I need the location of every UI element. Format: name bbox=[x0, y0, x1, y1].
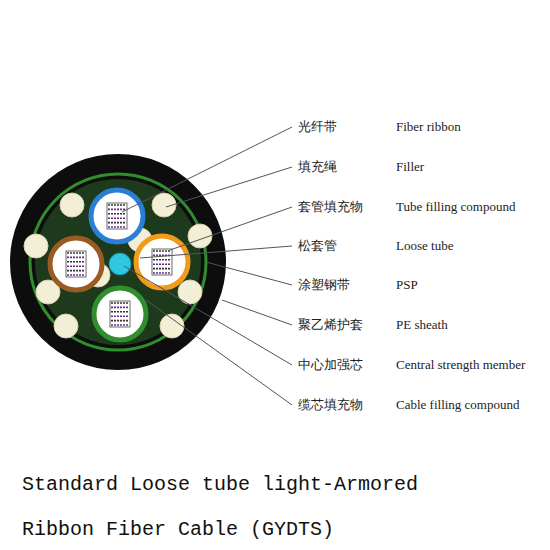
part-name-chinese: 填充绳 bbox=[298, 159, 337, 175]
part-name-english: Tube filling compound bbox=[396, 199, 515, 215]
part-name-english: Fiber ribbon bbox=[396, 119, 461, 135]
part-name-english: Central strength member bbox=[396, 357, 525, 373]
part-name-chinese: 光纤带 bbox=[298, 119, 337, 135]
leader-line bbox=[124, 266, 292, 365]
filler-rope bbox=[24, 234, 48, 258]
leader-line bbox=[206, 262, 292, 285]
part-name-english: Filler bbox=[396, 159, 424, 175]
leader-line bbox=[222, 300, 292, 325]
part-name-english: PE sheath bbox=[396, 317, 448, 333]
filler-rope bbox=[60, 193, 84, 217]
loose-tube bbox=[136, 236, 188, 288]
fiber-ribbon bbox=[66, 251, 86, 277]
caption: Standard Loose tube light-Armored Ribbon… bbox=[22, 462, 452, 550]
leader-line bbox=[140, 246, 292, 258]
loose-tube bbox=[50, 238, 102, 290]
central-strength-member bbox=[109, 253, 131, 275]
loose-tube bbox=[94, 288, 146, 340]
part-name-english: Cable filling compound bbox=[396, 397, 519, 413]
leader-line bbox=[122, 127, 292, 212]
leader-line bbox=[166, 167, 292, 207]
part-name-english: PSP bbox=[396, 277, 418, 293]
part-name-chinese: 缆芯填充物 bbox=[298, 397, 363, 413]
filler-rope bbox=[160, 314, 184, 338]
part-name-chinese: 套管填充物 bbox=[298, 199, 363, 215]
loose-tube bbox=[91, 190, 143, 242]
fiber-ribbon bbox=[107, 203, 127, 229]
filler-rope bbox=[54, 314, 78, 338]
fiber-ribbon bbox=[152, 249, 172, 275]
part-name-chinese: 涂塑钢带 bbox=[298, 277, 350, 293]
fiber-ribbon bbox=[110, 301, 130, 327]
part-name-chinese: 中心加强芯 bbox=[298, 357, 363, 373]
leader-line bbox=[146, 300, 292, 405]
part-name-chinese: 松套管 bbox=[298, 238, 337, 254]
part-name-chinese: 聚乙烯护套 bbox=[298, 317, 363, 333]
part-name-english: Loose tube bbox=[396, 238, 453, 254]
pe-sheath bbox=[10, 154, 226, 370]
leader-line bbox=[170, 207, 292, 250]
